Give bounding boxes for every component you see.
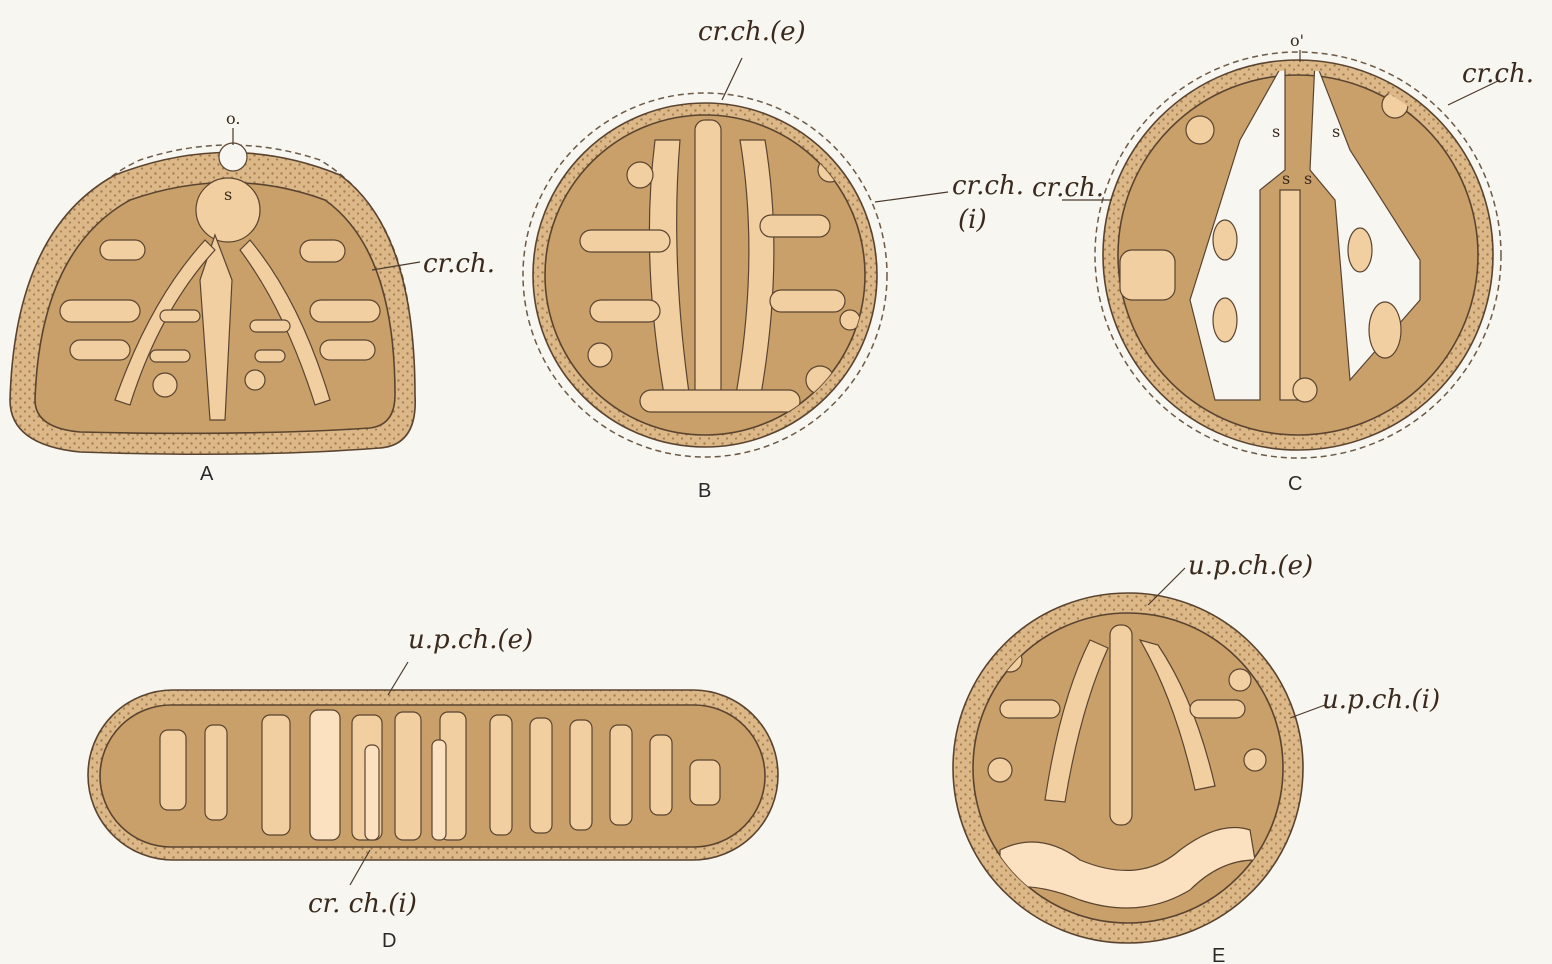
figure-b-caption: B	[698, 480, 711, 502]
figure-d-label-upch-e: u.p.ch.(e)	[408, 625, 533, 655]
figure-b-crch-e-leader	[722, 58, 742, 100]
figure-c-label-s2: s	[1332, 122, 1340, 141]
figure-e-upch-i-leader	[1290, 705, 1325, 718]
figure-c-caption: C	[1288, 473, 1302, 495]
figure-b: cr.ch.(e) cr.ch. (i) B	[523, 17, 1024, 502]
figure-d-label-crch-i: cr. ch.(i)	[308, 889, 417, 919]
figure-c-label-crch-left: cr.ch.	[1032, 173, 1104, 203]
figure-b-label-crch-i-top: cr.ch.	[952, 171, 1024, 201]
figure-d-caption: D	[382, 930, 396, 952]
figure-b-label-crch-i-bottom: (i)	[958, 205, 987, 235]
figure-a-osculum	[219, 143, 247, 171]
figure-c-label-s1: s	[1272, 122, 1280, 141]
figure-a-label-s: s	[224, 185, 232, 204]
figure-e-caption: E	[1212, 945, 1225, 964]
figure-c-label-o-prime: o'	[1290, 31, 1304, 50]
figure-a: o. s cr.ch. A	[10, 109, 495, 485]
figure-a-label-o: o.	[226, 109, 240, 128]
figure-b-label-crch-e: cr.ch.(e)	[698, 17, 806, 47]
figure-a-caption: A	[200, 463, 214, 485]
figure-e: u.p.ch.(e) u.p.ch.(i) E	[953, 551, 1440, 964]
figure-a-label-crch: cr.ch.	[423, 249, 495, 279]
figure-e-label-upch-e: u.p.ch.(e)	[1188, 551, 1313, 581]
figure-d: u.p.ch.(e) cr. ch.(i) D	[88, 625, 778, 952]
figure-c-label-crch-right: cr.ch.	[1462, 59, 1534, 89]
figure-c-label-s4: s	[1304, 169, 1312, 188]
figure-b-crch-i-leader	[875, 192, 948, 202]
figure-e-label-upch-i: u.p.ch.(i)	[1322, 685, 1440, 715]
figure-c: o' cr.ch. cr.ch. s s s s C	[1032, 31, 1534, 495]
figure-c-label-s3: s	[1282, 169, 1290, 188]
